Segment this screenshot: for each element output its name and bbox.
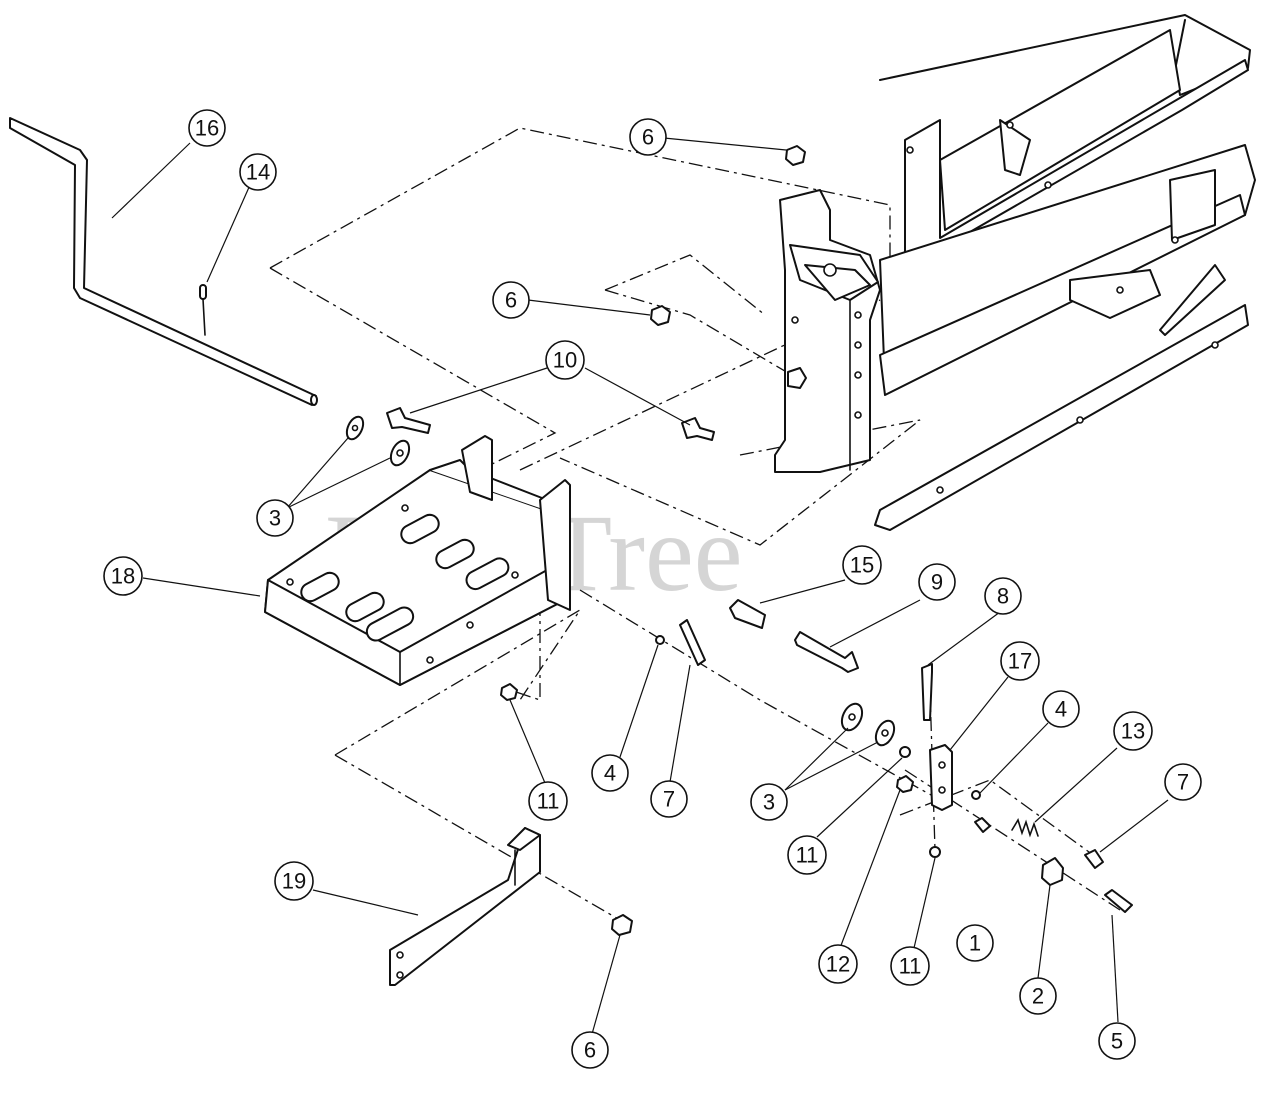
svg-text:12: 12 — [826, 952, 850, 977]
callout-6: 6 — [492, 281, 530, 319]
svg-text:6: 6 — [642, 125, 654, 150]
svg-text:7: 7 — [1177, 770, 1189, 795]
callout-4: 4 — [1042, 690, 1080, 728]
svg-text:6: 6 — [505, 288, 517, 313]
callout-18: 18 — [103, 556, 143, 596]
callout-6: 6 — [571, 1031, 609, 1069]
callout-3: 3 — [256, 499, 294, 537]
callout-7: 7 — [1164, 763, 1202, 801]
pin-part-14 — [199, 284, 207, 336]
callout-11: 11 — [787, 835, 827, 875]
svg-text:17: 17 — [1008, 649, 1032, 674]
bracket-part-19 — [389, 827, 541, 986]
callout-3: 3 — [750, 783, 788, 821]
svg-text:4: 4 — [604, 761, 616, 786]
callout-9: 9 — [918, 563, 956, 601]
callout-2: 2 — [1019, 977, 1057, 1015]
svg-text:11: 11 — [537, 789, 560, 814]
assembly-lines — [269, 127, 1121, 921]
callout-1: 1 — [956, 924, 994, 962]
callout-15: 15 — [842, 545, 882, 585]
leader-lines — [111, 137, 1169, 1035]
callout-14: 14 — [239, 153, 277, 191]
svg-text:9: 9 — [931, 570, 943, 595]
callout-19: 19 — [274, 861, 314, 901]
callout-17: 17 — [1000, 641, 1040, 681]
callout-6: 6 — [629, 118, 667, 156]
svg-text:3: 3 — [763, 790, 775, 815]
callout-4: 4 — [591, 754, 629, 792]
svg-text:8: 8 — [997, 584, 1009, 609]
svg-text:16: 16 — [195, 116, 219, 141]
callouts: 16 14 6 6 10 3 18 15 9 8 17 4 13 7 4 7 1… — [103, 109, 1202, 1069]
svg-text:11: 11 — [796, 843, 819, 868]
callout-11: 11 — [528, 781, 568, 821]
callout-16: 16 — [188, 109, 226, 147]
svg-text:5: 5 — [1111, 1029, 1123, 1054]
callout-13: 13 — [1113, 711, 1153, 751]
svg-text:18: 18 — [111, 564, 135, 589]
callout-8: 8 — [984, 577, 1022, 615]
svg-text:6: 6 — [584, 1038, 596, 1063]
svg-text:4: 4 — [1055, 697, 1067, 722]
seat-pan-part-18 — [264, 435, 571, 686]
svg-text:14: 14 — [246, 160, 270, 185]
svg-text:10: 10 — [553, 348, 577, 373]
lift-rod-part-16 — [9, 117, 318, 406]
hardware — [345, 145, 1133, 936]
svg-text:13: 13 — [1121, 719, 1145, 744]
svg-text:2: 2 — [1032, 984, 1044, 1009]
svg-text:15: 15 — [850, 553, 874, 578]
svg-text:19: 19 — [282, 869, 306, 894]
svg-text:7: 7 — [663, 787, 675, 812]
callout-7: 7 — [650, 780, 688, 818]
svg-text:1: 1 — [969, 931, 981, 956]
svg-text:3: 3 — [269, 506, 281, 531]
callout-12: 12 — [818, 944, 858, 984]
frame-assembly — [774, 14, 1256, 531]
svg-text:11: 11 — [899, 954, 922, 979]
callout-11: 11 — [890, 946, 930, 986]
callout-5: 5 — [1098, 1022, 1136, 1060]
callout-10: 10 — [545, 340, 585, 380]
